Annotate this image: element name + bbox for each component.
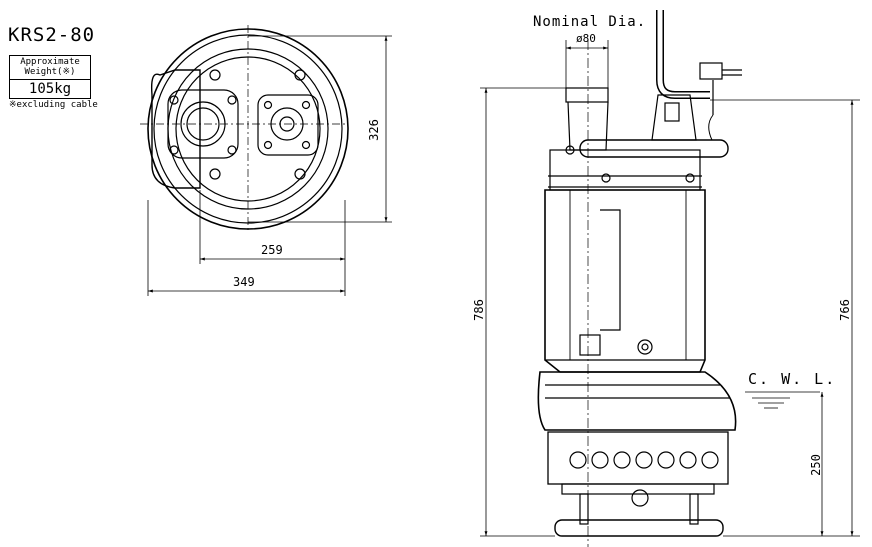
top-view — [140, 25, 349, 232]
weight-label-line2: Weight(※) — [24, 67, 76, 77]
dim-cwl-height: 250 — [808, 454, 823, 476]
top-view-dimensions — [147, 35, 392, 296]
nominal-dia-label: Nominal Dia. — [533, 14, 647, 30]
nominal-dia-value: ø80 — [576, 32, 596, 45]
dim-width-outer: 349 — [233, 275, 255, 289]
cwl-label: C. W. L. — [748, 370, 837, 388]
model-name: KRS2-80 — [8, 24, 96, 46]
weight-label: Approximate Weight(※) — [10, 56, 90, 80]
weight-value: 105kg — [28, 81, 72, 97]
dim-total-height: 786 — [471, 299, 486, 321]
dim-body-height: 766 — [837, 299, 852, 321]
weight-label-line1: Approximate — [20, 57, 80, 67]
weight-box: Approximate Weight(※) 105kg — [9, 55, 91, 99]
dim-width-inner: 259 — [261, 243, 283, 257]
side-view — [537, 10, 742, 547]
dim-height: 326 — [366, 119, 381, 141]
weight-footnote: ※excluding cable — [9, 100, 98, 110]
side-view-dimensions — [480, 40, 860, 537]
